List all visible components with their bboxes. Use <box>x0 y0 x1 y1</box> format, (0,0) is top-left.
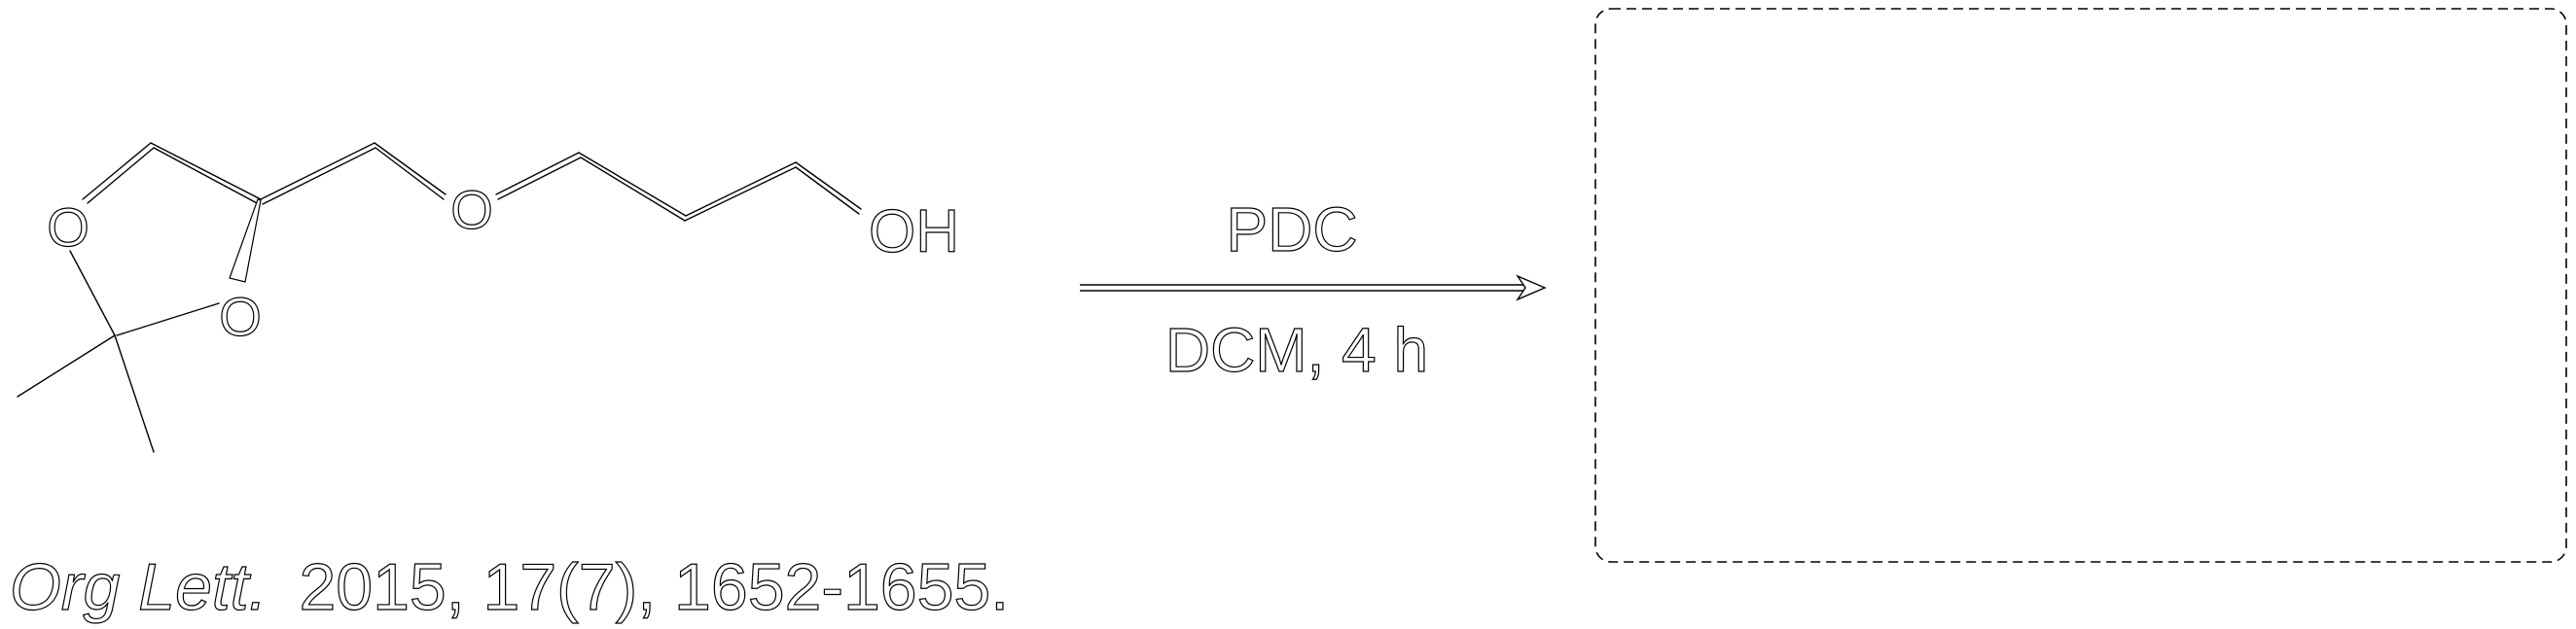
ether-oxygen: O <box>450 179 493 240</box>
hydroxyl-group: OH <box>869 198 959 265</box>
reaction-arrow-group: PDC DCM, 4 h <box>1080 193 1547 386</box>
solvent-time-label: DCM, 4 h <box>1165 315 1428 385</box>
reagent-label: PDC <box>1226 194 1357 264</box>
ring-oxygen-2: O <box>219 286 262 347</box>
reactant-structure: O O O OH <box>17 142 960 453</box>
reference-journal: Org Lett. <box>10 550 268 624</box>
ring-oxygen-1: O <box>47 196 89 258</box>
reaction-arrow <box>1080 274 1547 301</box>
reference-text: Org Lett. 2015, 17(7), 1652-1655. <box>10 550 1009 624</box>
literature-reference: Org Lett. 2015, 17(7), 1652-1655. <box>9 549 1009 624</box>
side-chain-bonds <box>260 142 862 222</box>
product-placeholder-box <box>1594 8 2567 563</box>
wedge-bond <box>229 198 262 283</box>
reference-details: 2015, 17(7), 1652-1655. <box>299 550 1009 624</box>
gem-dimethyl-bonds <box>17 334 155 453</box>
arrow-head <box>1516 274 1547 301</box>
dioxolane-ring-bonds <box>69 142 262 336</box>
